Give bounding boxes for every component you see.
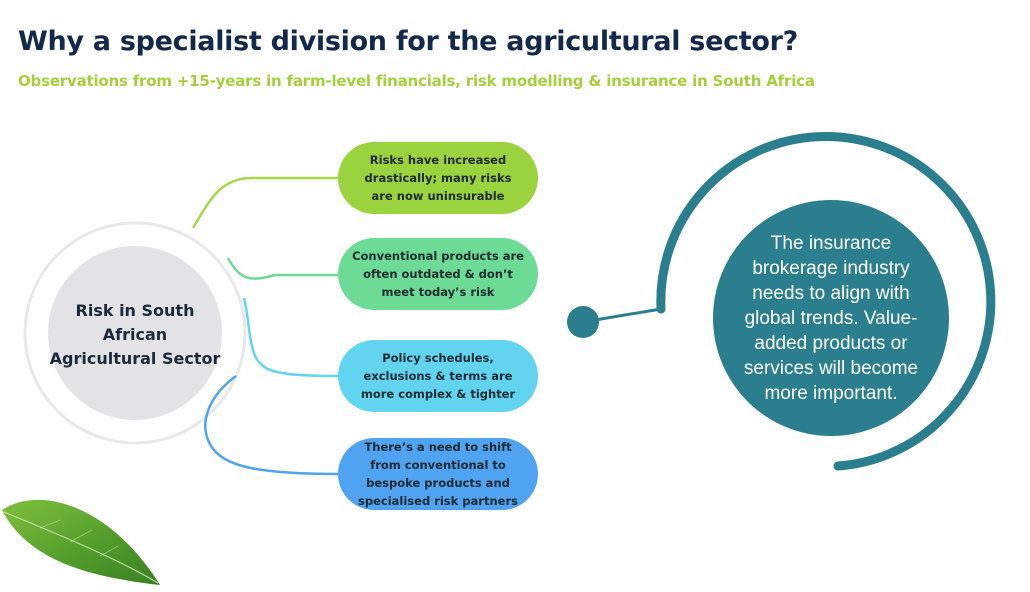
branch-pill-2: Conventional products are often outdated… bbox=[338, 238, 538, 310]
branch-pill-3: Policy schedules, exclusions & terms are… bbox=[338, 340, 538, 412]
connector-3 bbox=[242, 297, 339, 378]
branch-pill-4: There’s a need to shift from conventiona… bbox=[338, 438, 538, 510]
branch-text-3: Policy schedules, exclusions & terms are… bbox=[360, 351, 516, 401]
leaf-image bbox=[2, 499, 160, 585]
conclusion-circle bbox=[713, 200, 949, 436]
connector-1 bbox=[191, 176, 338, 229]
connector-2 bbox=[226, 257, 338, 280]
branch-pill-1: Risks have increased drastically; many r… bbox=[338, 142, 538, 214]
arc-dot bbox=[567, 306, 599, 338]
conclusion-text: The insurance brokerage industry needs t… bbox=[743, 232, 919, 404]
center-disc bbox=[48, 246, 222, 420]
page-subtitle: Observations from +15-years in farm-leve… bbox=[18, 72, 815, 90]
branch-text-1: Risks have increased drastically; many r… bbox=[364, 153, 512, 203]
center-ring bbox=[23, 221, 247, 445]
page-title: Why a specialist division for the agricu… bbox=[18, 26, 799, 57]
connector-4 bbox=[204, 374, 339, 476]
arc-ring bbox=[656, 131, 996, 471]
branch-text-4: There’s a need to shift from conventiona… bbox=[358, 440, 518, 508]
center-label: Risk in South African Agricultural Secto… bbox=[49, 301, 221, 368]
branch-text-2: Conventional products are often outdated… bbox=[352, 249, 524, 299]
